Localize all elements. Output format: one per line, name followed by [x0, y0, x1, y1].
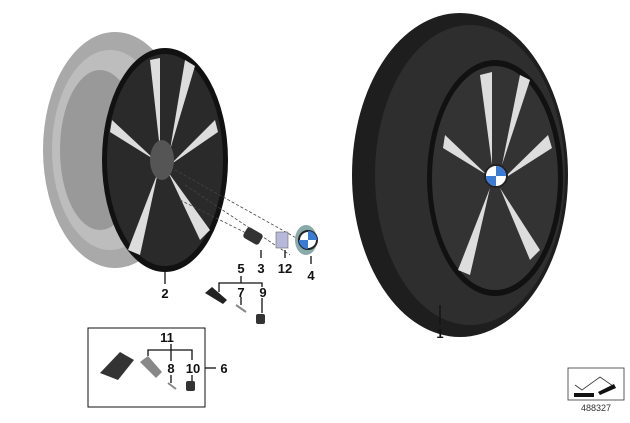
- rim-drawing: [43, 32, 228, 272]
- hub-cap-drawing: [295, 225, 318, 255]
- diagram-reference-icon: [567, 367, 625, 401]
- assembly-lines: [174, 169, 301, 256]
- callout-6[interactable]: 6: [220, 361, 227, 376]
- callout-7[interactable]: 7: [237, 285, 244, 300]
- callout-1[interactable]: 1: [436, 326, 443, 341]
- valve-drawing: [205, 287, 265, 324]
- callout-12[interactable]: 12: [278, 261, 292, 276]
- callout-11[interactable]: 11: [160, 330, 174, 345]
- callout-3[interactable]: 3: [257, 261, 264, 276]
- callout-4[interactable]: 4: [307, 268, 315, 283]
- leader-lines: [147, 250, 441, 383]
- badge-drawing: [275, 231, 289, 249]
- callout-5[interactable]: 5: [237, 261, 244, 276]
- callout-10[interactable]: 10: [186, 361, 200, 376]
- wheel-bolt-drawing: [243, 227, 263, 245]
- reference-number: 488327: [581, 403, 611, 413]
- complete-wheel-drawing: [352, 13, 568, 337]
- callout-8[interactable]: 8: [167, 361, 174, 376]
- callout-9[interactable]: 9: [259, 285, 266, 300]
- callout-2[interactable]: 2: [161, 286, 168, 301]
